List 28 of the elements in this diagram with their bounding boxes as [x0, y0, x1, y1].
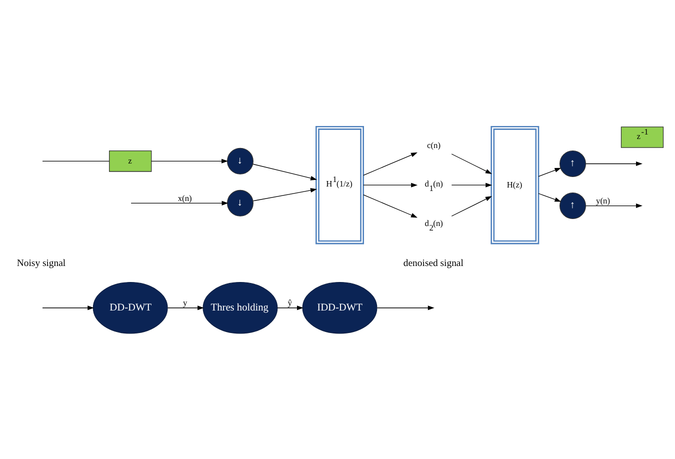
arrow — [586, 203, 642, 208]
label: Noisy signal — [16, 258, 66, 269]
arrow — [42, 305, 94, 310]
arrow — [451, 196, 492, 216]
arrow — [376, 305, 434, 310]
arrow — [538, 167, 562, 176]
arrow — [167, 305, 204, 310]
node-circle: ↓ — [226, 147, 254, 174]
arrow — [451, 182, 492, 187]
arrow — [252, 163, 318, 180]
arrow — [277, 305, 304, 310]
arrow — [151, 158, 228, 163]
node-circle: ↑ — [560, 192, 586, 219]
arrow — [586, 160, 642, 166]
connector — [42, 160, 110, 161]
arrow — [363, 182, 418, 187]
arrow — [538, 192, 562, 202]
arrow — [130, 200, 228, 205]
node-ellipse: DD-DWT — [92, 282, 168, 334]
arrow — [363, 152, 418, 176]
node-ellipse: Thres holding — [202, 282, 278, 334]
arrow — [363, 194, 418, 218]
node-circle: ↑ — [560, 150, 586, 176]
arrow — [451, 153, 492, 174]
node-circle: ↓ — [226, 189, 254, 216]
label: denoised signal — [403, 258, 464, 269]
node-ellipse: IDD-DWT — [302, 282, 378, 334]
arrow — [252, 188, 317, 201]
